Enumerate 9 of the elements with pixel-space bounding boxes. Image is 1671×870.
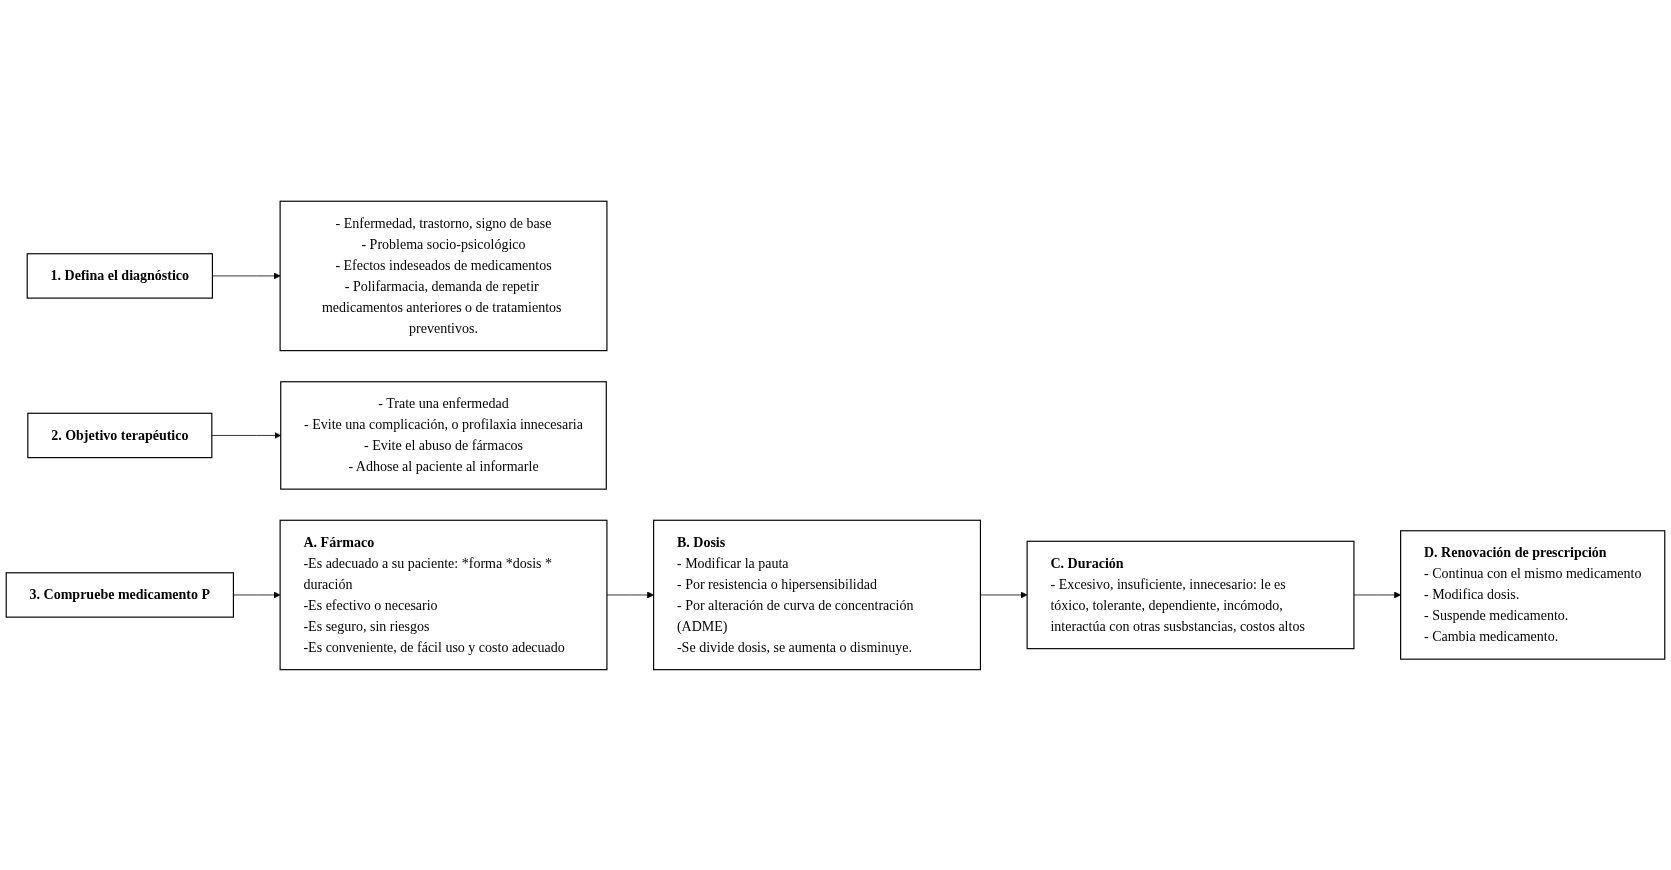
node-box: B. Dosis - Modificar la pauta - Por resistencia o hipersensibilidad - Por alteración de curva de concentración (ADME) -Se divide dosis, se aumenta o disminuye. <box>653 519 981 670</box>
node-box: - Trate una enfermedad - Evite una complicación, o profilaxia innecesaria - Evite el abuso de fármacos - Adhose al paciente al informarle <box>280 380 607 490</box>
node-box: 2. Objetivo terapéutico <box>27 412 213 458</box>
node-box: A. Fármaco -Es adecuado a su paciente: *forma *dosis * duración -Es efectivo o necesario -Es seguro, sin riesgos -Es conveniente, de fácil uso y costo adecuado <box>279 519 608 670</box>
node-box: D. Renovación de prescripción - Continua con el mismo medicamento - Modifica dosis. - Suspende medicamento. - Cambia medicamento. <box>1400 529 1666 660</box>
node-box: 3. Compruebe medicamento P <box>5 571 234 618</box>
node-box: C. Duración - Excesivo, insuficiente, innecesario: le es tóxico, tolerante, dependiente, incómodo, interactúa con otras susbstancias, costos altos <box>1026 540 1355 649</box>
node-box: 1. Defina el diagnóstico <box>26 252 213 299</box>
node-box: - Enfermedad, trastorno, signo de base - Problema socio-psicológico - Efectos indeseados de medicamentos - Polifarmacia, demanda de repetir medicamentos anteriores o de tratamientos preventivos. <box>279 200 608 351</box>
